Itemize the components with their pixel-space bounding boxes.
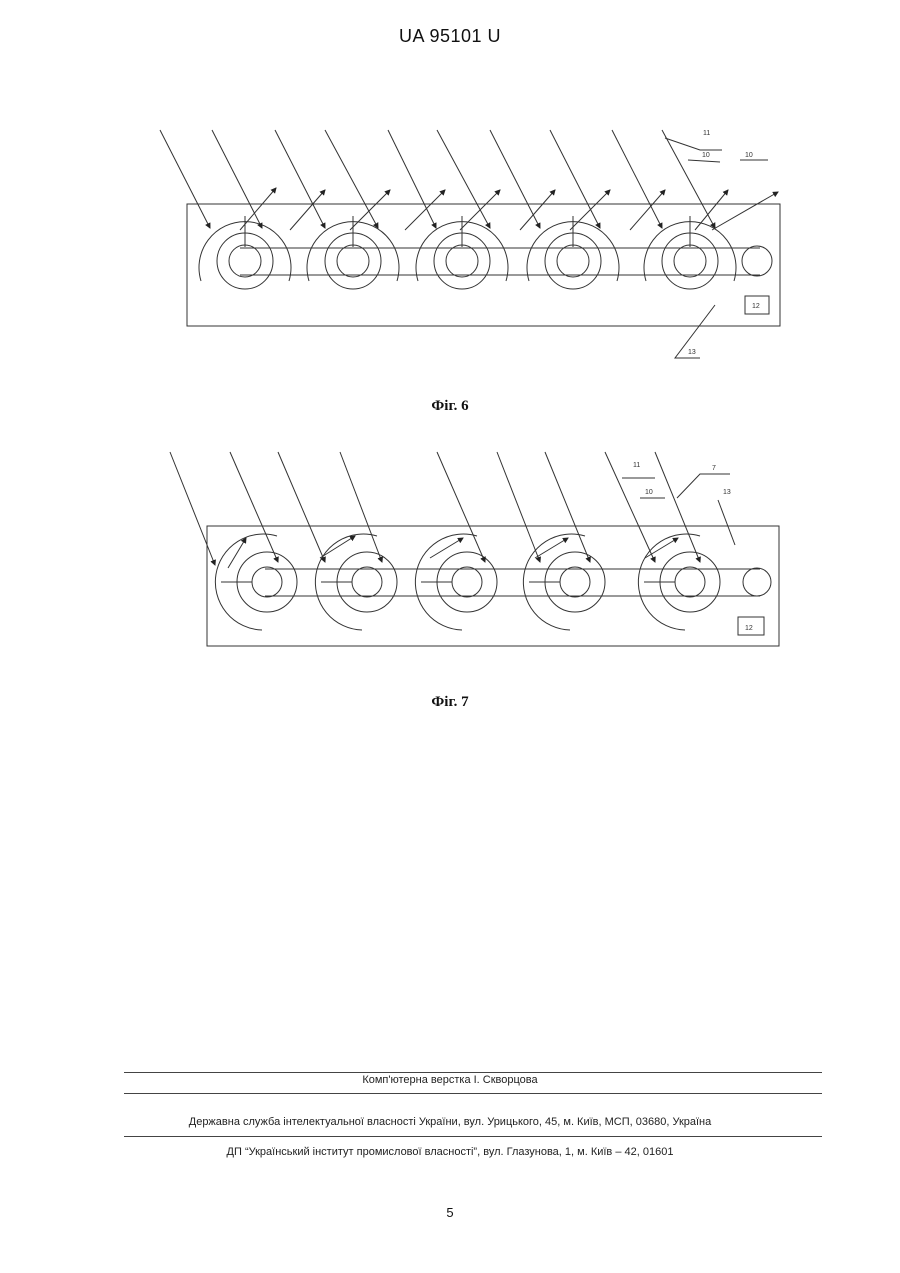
incident-ray <box>497 452 540 562</box>
figure-7-caption: Фіг. 7 <box>0 694 900 711</box>
reflected-ray <box>570 190 610 230</box>
tube-circle <box>742 246 772 276</box>
reflected-ray <box>350 190 390 230</box>
incident-ray <box>325 130 378 228</box>
tube-circle <box>452 567 482 597</box>
footer-rule-1 <box>124 1072 822 1073</box>
label-10b: 10 <box>745 152 753 159</box>
figure-7-drawing: 11 7 10 13 12 <box>0 440 900 660</box>
label-13: 13 <box>688 349 696 356</box>
incident-ray <box>655 452 700 562</box>
panel-frame <box>207 526 779 646</box>
incident-ray <box>545 452 590 562</box>
incident-ray <box>160 130 210 228</box>
label-10: 10 <box>645 489 653 496</box>
incident-ray <box>612 130 662 228</box>
page-number: 5 <box>0 1205 900 1220</box>
label-11: 11 <box>633 462 640 469</box>
label-12: 12 <box>745 625 753 632</box>
panel-frame <box>187 204 780 326</box>
reflected-ray <box>405 190 445 230</box>
tube-circle <box>560 567 590 597</box>
tube-circle <box>337 245 369 277</box>
footer-institute: ДП “Український інститут промислової вла… <box>0 1146 900 1158</box>
incident-ray <box>437 130 490 228</box>
incident-ray <box>275 130 325 228</box>
document-header: UA 95101 U <box>0 26 900 47</box>
incident-ray <box>437 452 485 562</box>
tube-circle <box>352 567 382 597</box>
footer-agency: Державна служба інтелектуальної власност… <box>0 1116 900 1128</box>
tube-circle <box>674 245 706 277</box>
footer-rule-3 <box>124 1136 822 1137</box>
label-10a: 10 <box>702 152 710 159</box>
tube-circle <box>252 567 282 597</box>
reflected-ray <box>430 538 463 558</box>
figure-6-drawing: 11 10 10 12 13 <box>0 120 900 370</box>
label-12: 12 <box>752 303 760 310</box>
footer-typesetter: Комп'ютерна верстка І. Скворцова <box>0 1074 900 1086</box>
tube-circle <box>229 245 261 277</box>
incident-ray <box>278 452 325 562</box>
incident-ray <box>170 452 215 565</box>
incident-ray <box>662 130 715 228</box>
tube-lines <box>240 248 760 275</box>
reflected-ray <box>290 190 325 230</box>
incident-ray <box>550 130 600 228</box>
label-13: 13 <box>723 489 731 496</box>
label-11: 11 <box>703 130 710 137</box>
label-7: 7 <box>712 465 716 472</box>
reflected-ray <box>460 190 500 230</box>
reflected-ray <box>320 536 355 558</box>
incident-ray <box>388 130 436 228</box>
incident-ray <box>230 452 278 562</box>
tube-circle <box>675 567 705 597</box>
tube-circle <box>557 245 589 277</box>
incident-ray <box>490 130 540 228</box>
incident-ray <box>605 452 655 562</box>
tube-circle <box>743 568 771 596</box>
incident-ray <box>340 452 382 562</box>
footer-rule-2 <box>124 1093 822 1094</box>
figure-6-caption: Фіг. 6 <box>0 398 900 415</box>
tube-circle <box>446 245 478 277</box>
